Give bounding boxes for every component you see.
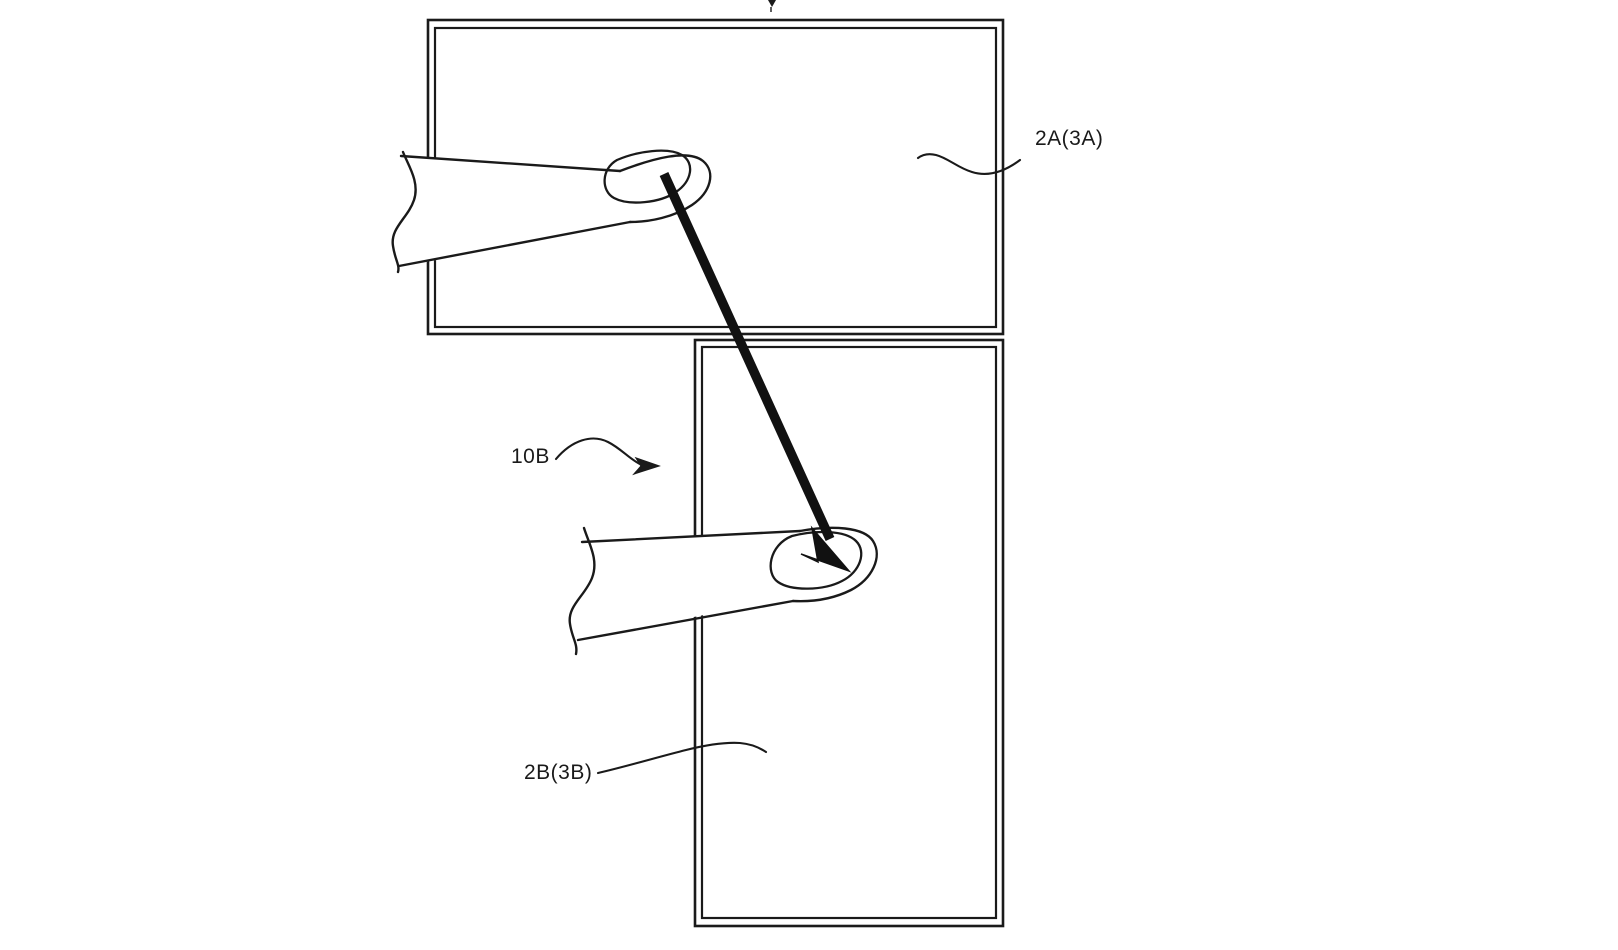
- finger-lower-nail-outline: [769, 530, 863, 590]
- leader-arrowhead-motion: [632, 456, 661, 476]
- finger-lower-break-line: [568, 526, 596, 656]
- label-motion: 10B: [511, 445, 550, 468]
- leader-line-motion: [554, 437, 644, 467]
- motion-arrow-10b: [659, 172, 852, 573]
- finger-upper-break-line: [391, 150, 417, 274]
- finger-upper: [391, 149, 712, 274]
- finger-upper-tip-contour: [618, 154, 712, 224]
- label-panel-lower: 2B(3B): [524, 761, 592, 784]
- leader-line-panel-upper: [916, 153, 1022, 175]
- finger-lower-top-edge: [580, 529, 802, 544]
- panel-lower-inner-border: [700, 345, 998, 920]
- finger-upper-fill: [399, 156, 707, 267]
- motion-arrow-shaft: [659, 172, 835, 541]
- label-panel-upper: 2A(3A): [1035, 127, 1103, 150]
- finger-lower: [568, 526, 878, 656]
- leader-motion-10b: [554, 437, 661, 476]
- finger-lower-bottom-edge: [576, 599, 795, 642]
- cropped-top-mark: [768, 0, 776, 12]
- finger-lower-fill: [578, 528, 874, 641]
- leader-panel-lower: [596, 741, 768, 775]
- panel-lower-2b3b: [693, 338, 1005, 928]
- panel-lower-outer-border: [693, 338, 1005, 928]
- finger-upper-top-edge: [399, 154, 622, 173]
- finger-lower-tip-contour: [791, 526, 878, 603]
- leader-panel-upper: [916, 153, 1022, 175]
- finger-upper-bottom-edge: [397, 220, 632, 268]
- motion-arrow-head: [800, 525, 852, 573]
- leader-line-panel-lower: [596, 741, 768, 775]
